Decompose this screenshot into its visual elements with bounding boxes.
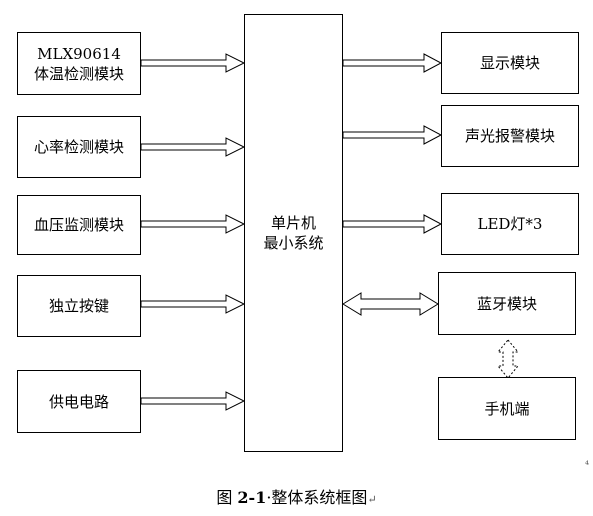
- blood-pressure-module-label: 血压监测模块: [33, 216, 124, 234]
- arrow-bluetooth-phone-dashed: [496, 339, 520, 379]
- led-module-box: LED灯*3: [441, 193, 579, 255]
- caption-text: 整体系统框图: [271, 488, 368, 507]
- power-module-label: 供电电路: [48, 392, 109, 411]
- arrow-bp-to-mcu: [140, 214, 246, 234]
- figure-caption: 图 2-1·整体系统框图↵: [0, 484, 593, 508]
- phone-label: 手机端: [484, 399, 530, 418]
- temperature-module-box: MLX90614 体温检测模块: [17, 32, 141, 95]
- mcu-line1: 单片机: [270, 214, 316, 232]
- display-module-label: 显示模块: [479, 54, 540, 72]
- heart-rate-module-label: 心率检测模块: [33, 138, 124, 156]
- power-module-box: 供电电路: [17, 370, 141, 433]
- mcu-system-box: 单片机 最小系统: [244, 14, 343, 452]
- bluetooth-module-label: 蓝牙模块: [476, 294, 537, 313]
- arrow-mcu-to-display: [342, 53, 443, 73]
- temperature-module-line1: MLX90614: [37, 44, 121, 63]
- arrow-keys-to-mcu: [140, 294, 246, 314]
- display-module-box: 显示模块: [441, 32, 579, 94]
- alarm-module-box: 声光报警模块: [441, 105, 579, 167]
- mcu-line2: 最小系统: [263, 234, 324, 252]
- bluetooth-module-box: 蓝牙模块: [438, 272, 576, 335]
- arrow-mcu-to-alarm: [342, 125, 443, 145]
- temperature-module-line2: 体温检测模块: [33, 64, 124, 83]
- arrow-heart-to-mcu: [140, 137, 246, 157]
- caption-dot: ·: [266, 488, 272, 507]
- heart-rate-module-box: 心率检测模块: [17, 116, 141, 178]
- arrow-mcu-to-led: [342, 214, 443, 234]
- led-module-label: LED灯*3: [477, 215, 543, 233]
- caption-return-mark: ↵: [367, 493, 377, 506]
- caption-number: 2-1: [237, 488, 267, 507]
- blood-pressure-module-box: 血压监测模块: [17, 195, 141, 255]
- alarm-module-label: 声光报警模块: [464, 127, 555, 145]
- paragraph-mark: ⁴: [585, 460, 590, 471]
- arrow-mcu-bluetooth-bidirectional: [342, 292, 439, 316]
- keys-module-box: 独立按键: [17, 275, 141, 337]
- arrow-power-to-mcu: [140, 391, 246, 411]
- arrow-temp-to-mcu: [140, 53, 246, 73]
- keys-module-label: 独立按键: [48, 297, 109, 315]
- caption-prefix: 图: [216, 488, 238, 507]
- phone-box: 手机端: [438, 377, 576, 440]
